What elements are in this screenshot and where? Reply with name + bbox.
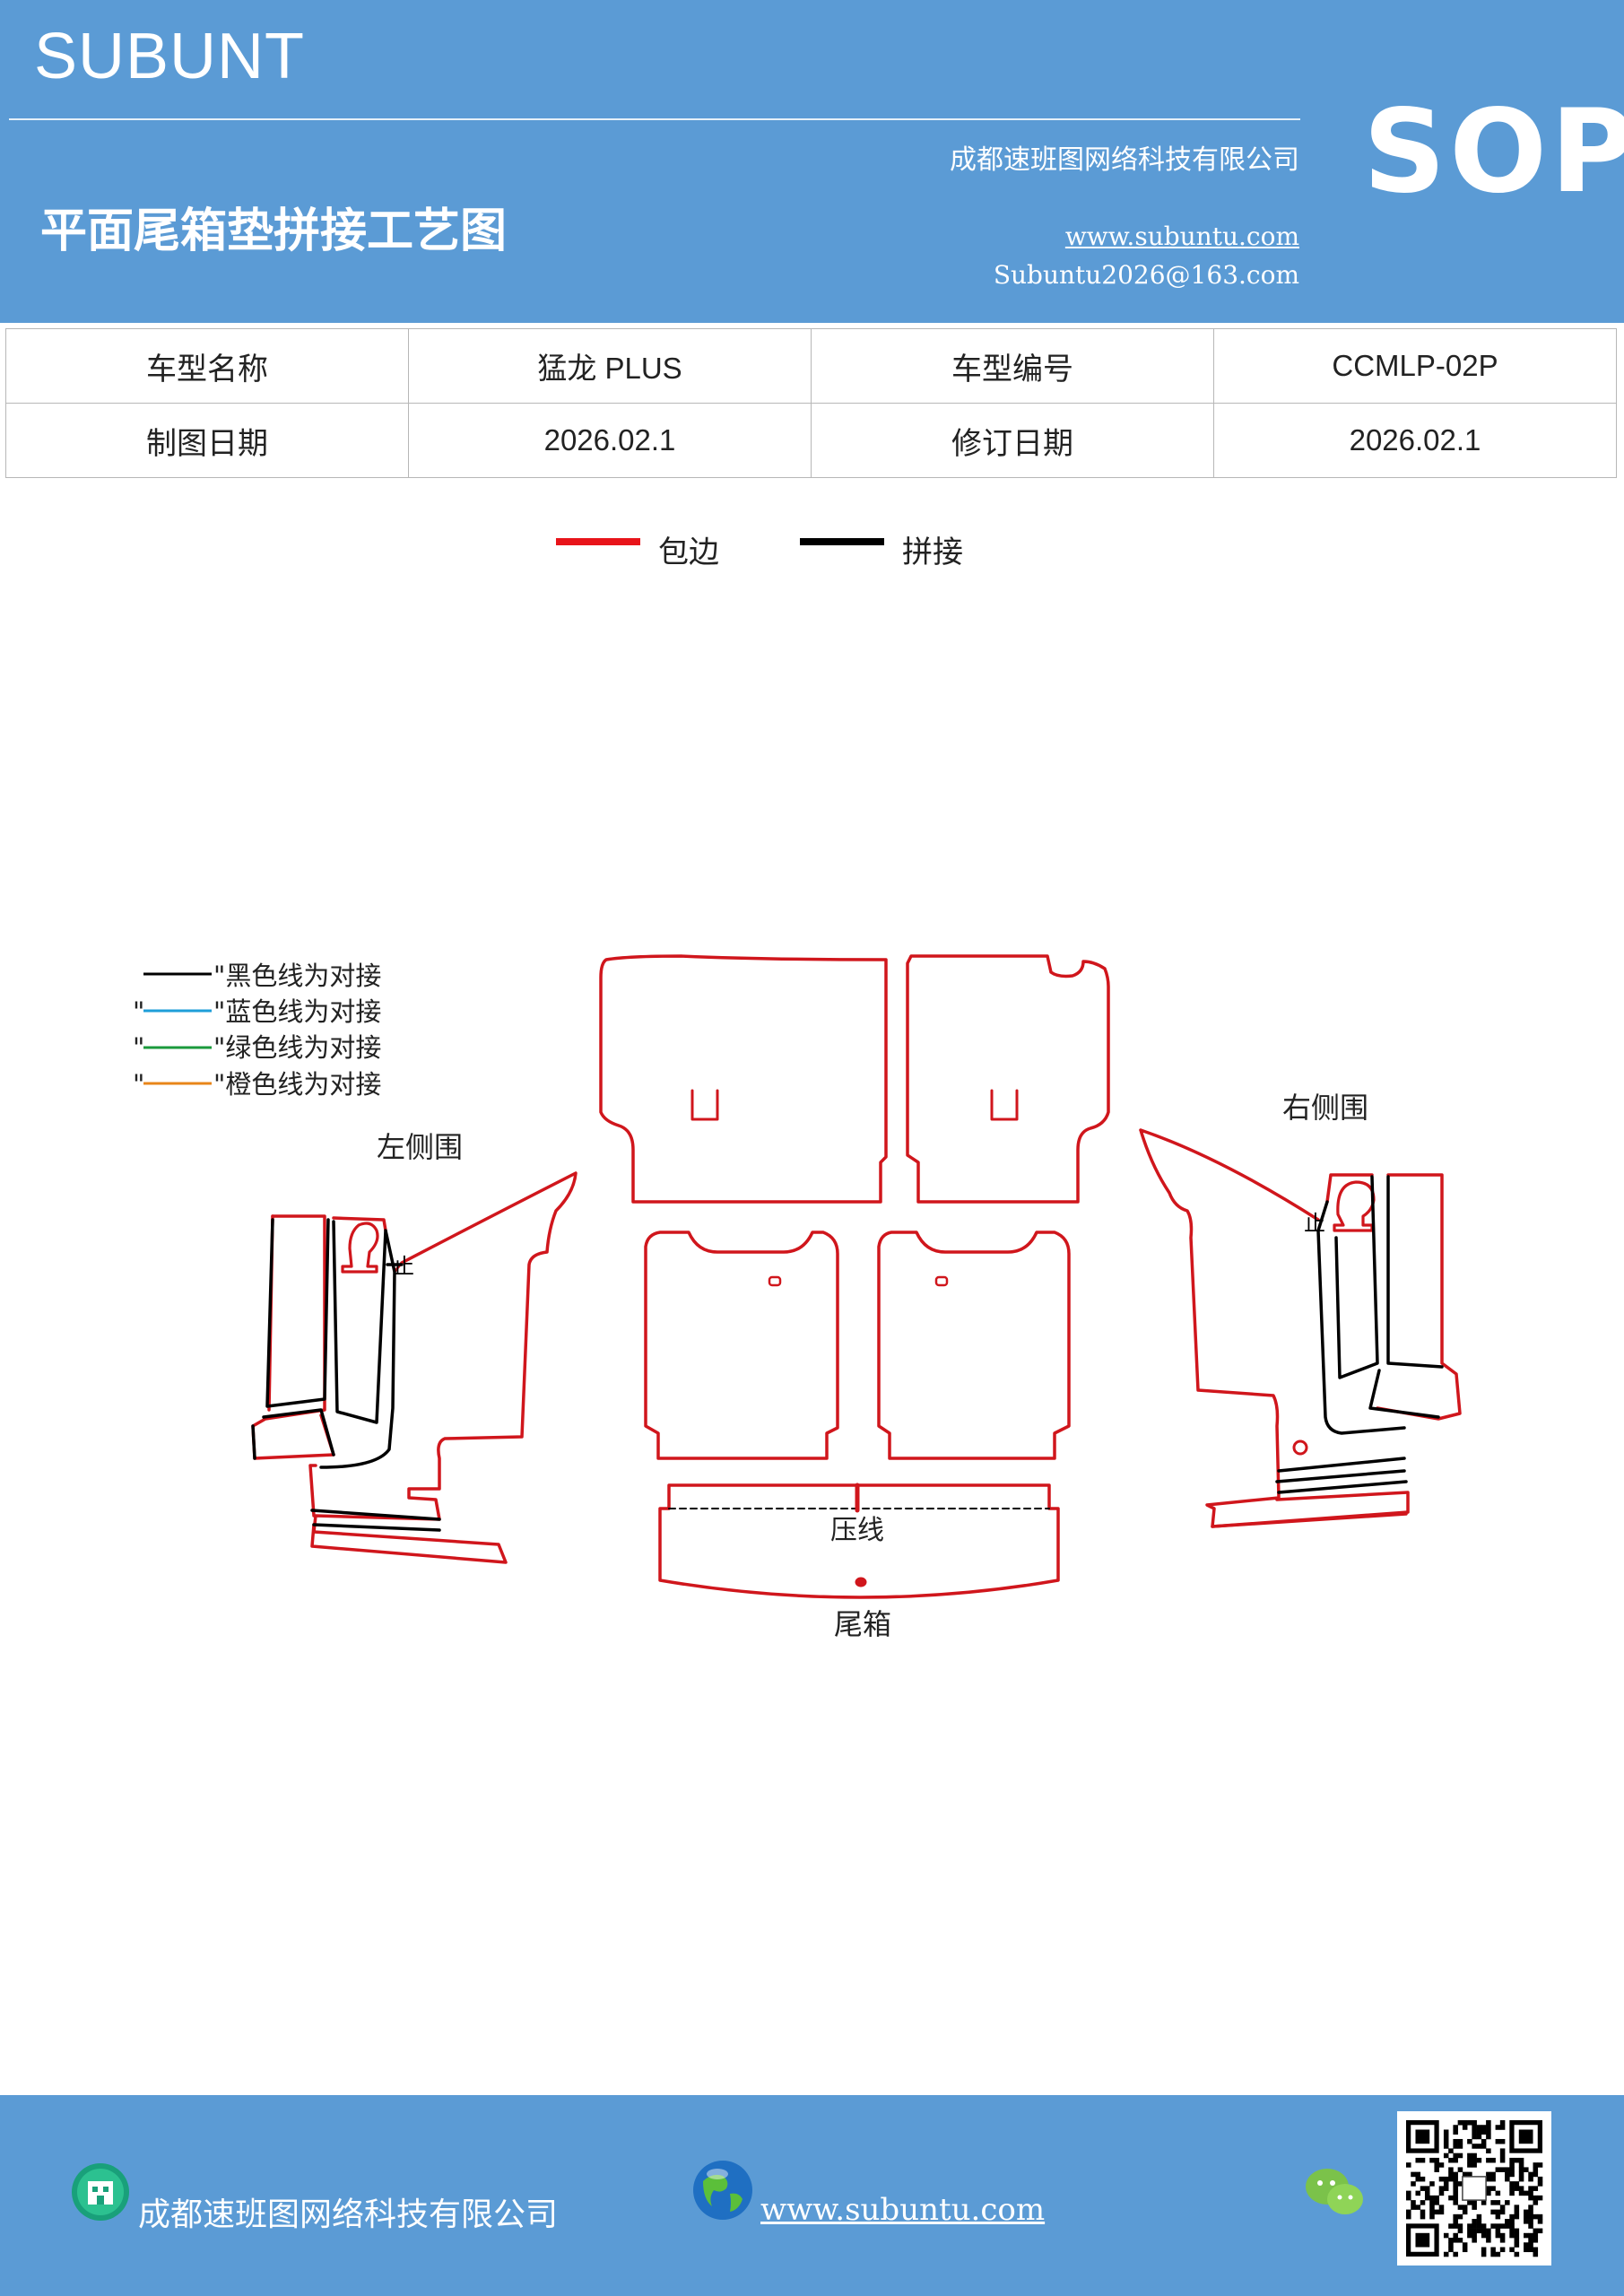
- svg-text:": ": [133, 1032, 144, 1063]
- panel-top-left: [599, 954, 888, 1204]
- wechat-icon[interactable]: [1304, 2165, 1365, 2219]
- panel-middle-left: [644, 1231, 839, 1460]
- website-link[interactable]: www.subuntu.com: [1064, 222, 1299, 251]
- model-code-label: 车型编号: [811, 328, 1214, 404]
- model-info-table: 车型名称 猛龙 PLUS 车型编号 CCMLP-02P 制图日期 2026.02…: [5, 328, 1617, 478]
- company-name: 成都速班图网络科技有限公司: [950, 144, 1299, 176]
- splice-swatch: [800, 538, 884, 545]
- qr-code-icon: [1397, 2111, 1551, 2266]
- email-address[interactable]: Subuntu2026@163.com: [993, 260, 1299, 290]
- building-icon: [72, 2163, 129, 2221]
- brand-name: SUBUNT: [34, 21, 306, 92]
- note-orange: "橙色线为对接: [213, 1069, 381, 1100]
- sop-badge: SOP: [1363, 85, 1624, 219]
- press-line-label: 压线: [830, 1515, 884, 1546]
- left-side-label: 左侧围: [377, 1130, 463, 1164]
- document-title: 平面尾箱垫拼接工艺图: [40, 204, 508, 258]
- right-side-wall: [1139, 1128, 1410, 1528]
- draw-date-label: 制图日期: [5, 403, 409, 478]
- right-side-label: 右侧围: [1282, 1091, 1368, 1125]
- splice-legend-label: 拼接: [902, 535, 963, 570]
- model-name-label: 车型名称: [5, 328, 409, 404]
- left-side-wall: [310, 1171, 578, 1564]
- footer-banner: 成都速班图网络科技有限公司 www.subuntu.com: [0, 2095, 1624, 2296]
- color-notes: "黑色线为对接 " "蓝色线为对接 " "绿色线为对接 " "橙色线为对接: [133, 961, 381, 1100]
- edge-swatch: [556, 538, 640, 545]
- svg-text:": ": [133, 996, 144, 1027]
- draw-date-value: 2026.02.1: [408, 403, 812, 478]
- model-code-value: CCMLP-02P: [1213, 328, 1617, 404]
- note-green: "绿色线为对接: [213, 1032, 381, 1063]
- left-stop-mark: 止: [393, 1254, 414, 1279]
- right-stop-mark: 止: [1304, 1211, 1325, 1236]
- globe-icon: [693, 2161, 752, 2220]
- revise-date-value: 2026.02.1: [1213, 403, 1617, 478]
- panel-top-right: [906, 954, 1110, 1204]
- trunk-label: 尾箱: [834, 1607, 891, 1641]
- panel-middle-right: [877, 1231, 1071, 1460]
- footer-company-name: 成都速班图网络科技有限公司: [138, 2196, 559, 2233]
- edge-legend-label: 包边: [658, 535, 719, 570]
- revise-date-label: 修订日期: [811, 403, 1214, 478]
- table-row: 制图日期 2026.02.1 修订日期 2026.02.1: [5, 403, 1617, 478]
- header-banner: SUBUNT 平面尾箱垫拼接工艺图 成都速班图网络科技有限公司 www.subu…: [0, 0, 1624, 323]
- trunk-panel: [658, 1483, 1060, 1599]
- model-name-value: 猛龙 PLUS: [408, 328, 812, 404]
- table-row: 车型名称 猛龙 PLUS 车型编号 CCMLP-02P: [5, 328, 1617, 404]
- line-legend: 包边 拼接: [0, 527, 1624, 572]
- note-blue: "蓝色线为对接: [213, 996, 381, 1027]
- note-black: "黑色线为对接: [213, 961, 381, 991]
- svg-text:": ": [133, 1069, 144, 1100]
- header-divider: [9, 118, 1300, 120]
- footer-website-link[interactable]: www.subuntu.com: [760, 2192, 1046, 2228]
